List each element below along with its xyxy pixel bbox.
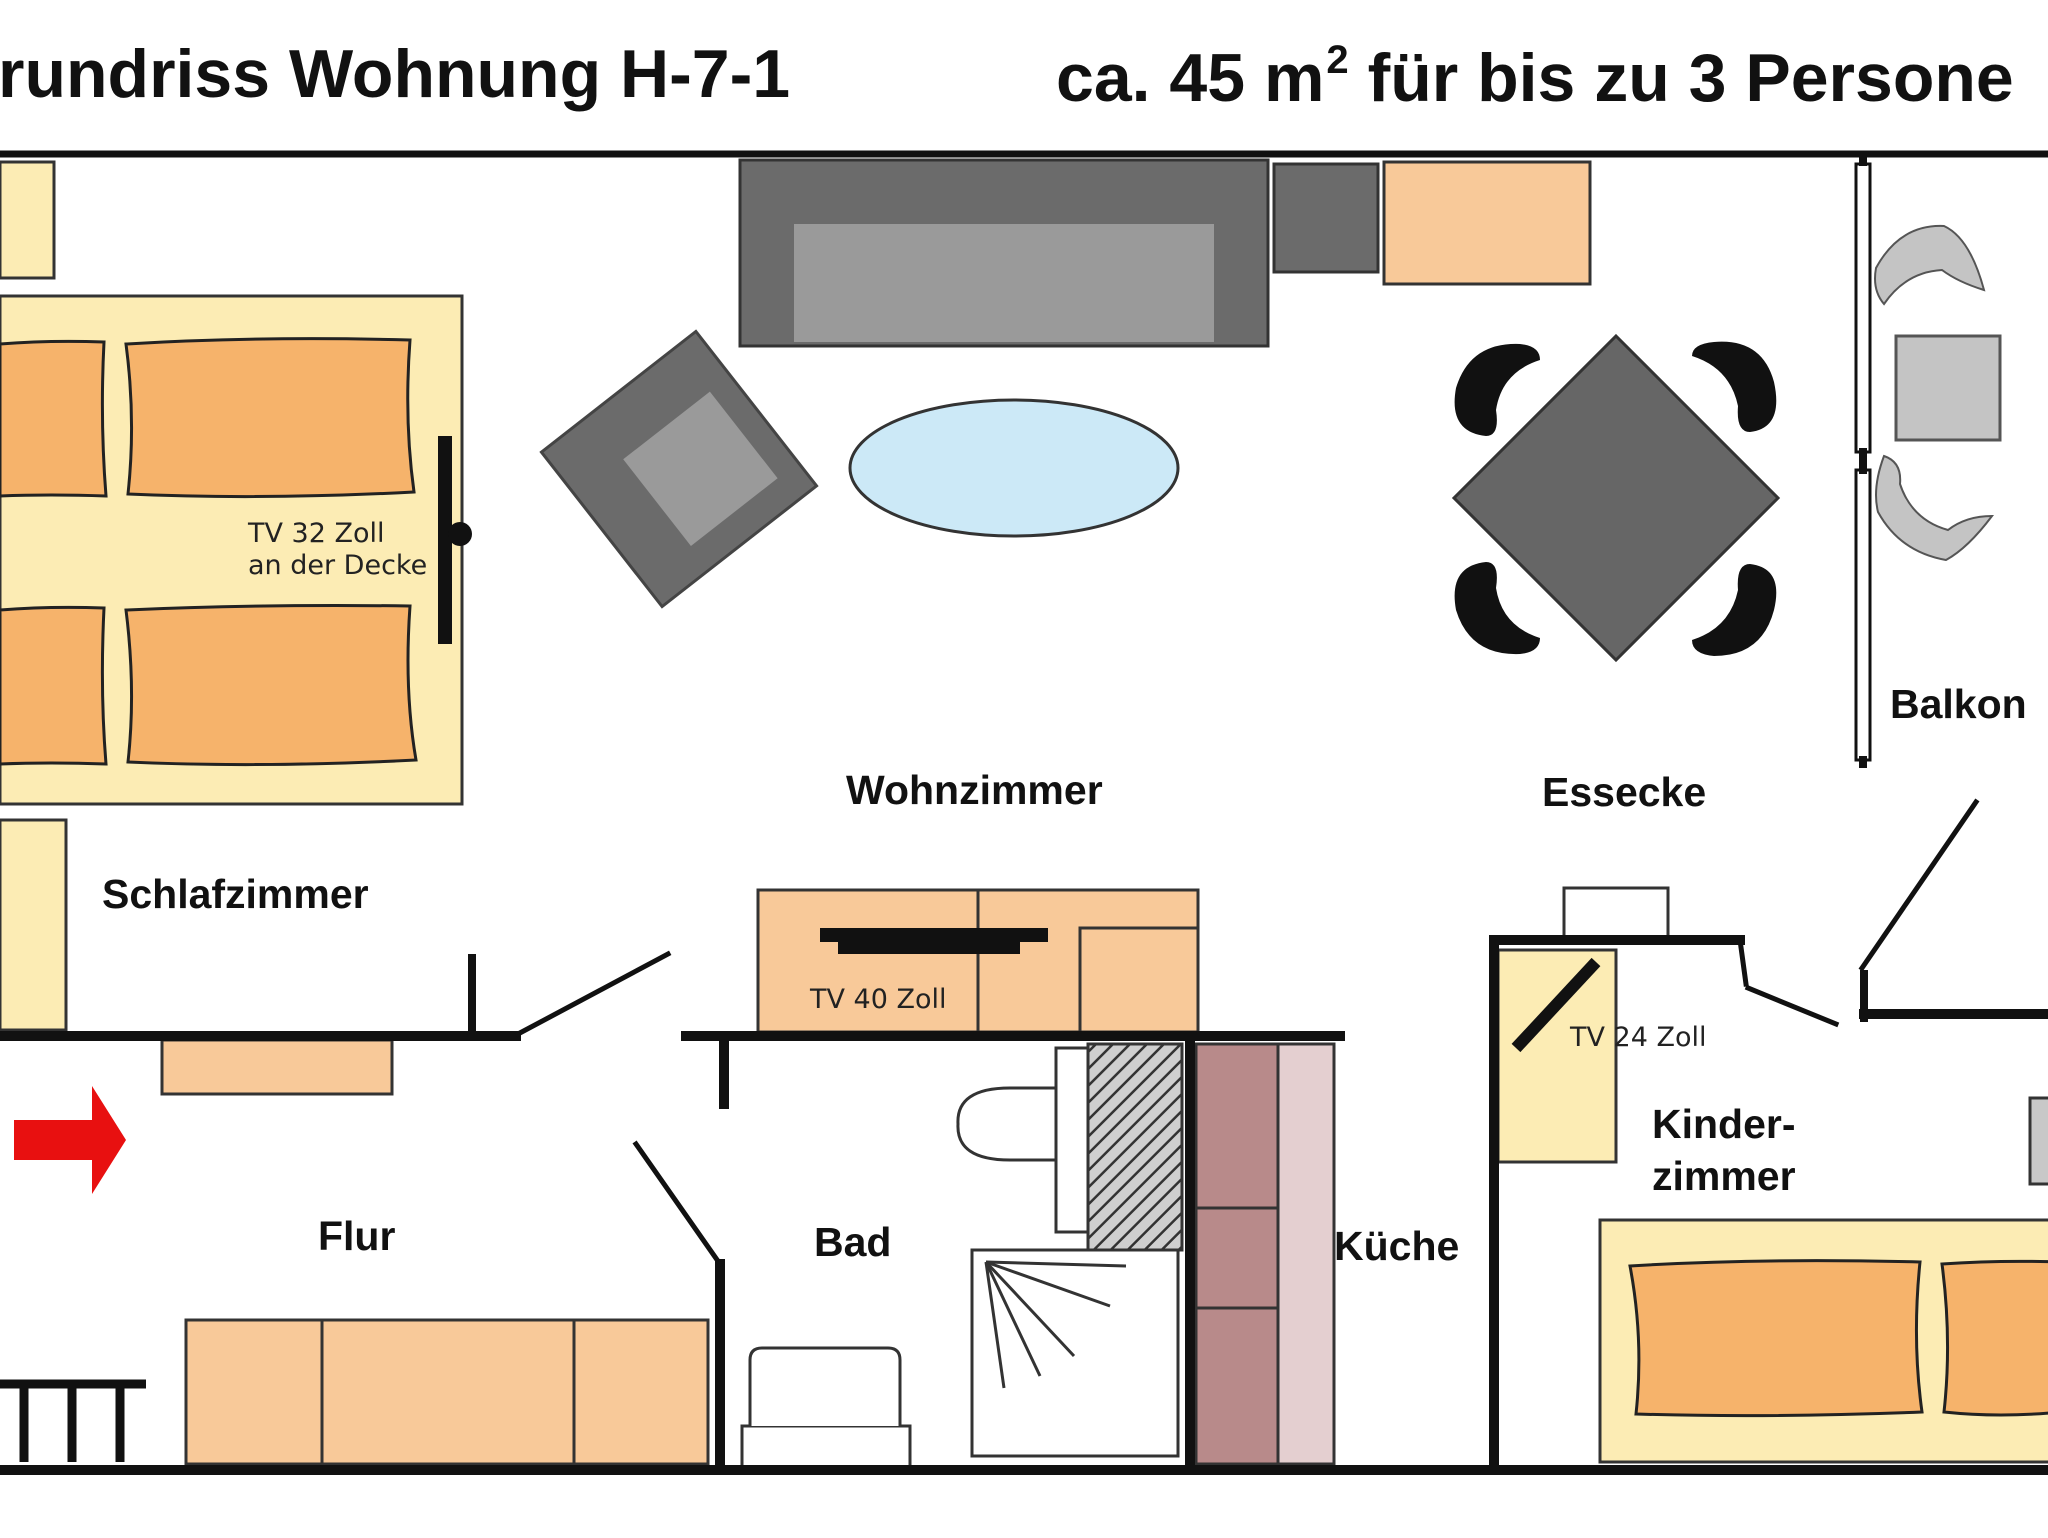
walls	[0, 150, 2048, 1475]
living-sofa-seat	[794, 224, 1214, 342]
tv-kids-label: TV 24 Zoll	[1569, 1022, 1707, 1053]
plan-title: rundriss Wohnung H-7-1	[0, 36, 791, 112]
balcony-table	[1894, 334, 2002, 442]
living-tv-stand	[838, 942, 1020, 954]
kids-bed-pillow	[1628, 1259, 1924, 1418]
tv-bedroom-line2: an der Decke	[248, 550, 427, 581]
room-label-essecke: Essecke	[1542, 769, 1706, 815]
balcony-window-frame	[1854, 162, 1872, 454]
bath-shower-rays	[984, 1260, 1127, 1389]
tv-bedroom-line1: TV 32 Zoll	[247, 518, 385, 549]
room-label-bad: Bad	[814, 1219, 891, 1265]
dining-chair	[1692, 564, 1777, 656]
room-label-kinderzimmer-2: zimmer	[1652, 1153, 1796, 1199]
balcony-window-frame	[1854, 468, 1872, 762]
area-exponent: 2	[1326, 38, 1349, 82]
room-label-flur: Flur	[318, 1213, 395, 1259]
hall-shelf	[160, 1038, 394, 1096]
area-suffix: für bis zu 3 Persone	[1348, 40, 2014, 116]
kids-window	[2028, 1096, 2048, 1186]
tv-cabinet-door	[1078, 926, 1200, 1034]
dining-chair	[1692, 341, 1777, 432]
bedroom-tv-mount-icon	[448, 522, 472, 546]
plan-area-info: ca. 45 m2 für bis zu 3 Persone	[1056, 40, 2014, 112]
bed-pillow	[0, 605, 108, 766]
bed-pillow	[124, 604, 418, 767]
room-label-kinderzimmer-1: Kinder-	[1652, 1101, 1796, 1147]
room-label-kueche: Küche	[1334, 1223, 1459, 1269]
area-prefix: ca. 45 m	[1056, 40, 1325, 116]
bath-toilet-tank	[1054, 1046, 1092, 1234]
installation-duct	[1086, 1042, 1184, 1252]
hall-coat-rack	[0, 1379, 146, 1462]
bath-washbasin	[740, 1424, 912, 1470]
bath-washbasin-bowl	[748, 1346, 902, 1426]
tv-living-label: TV 40 Zoll	[809, 984, 947, 1015]
balcony-chair	[1874, 224, 1986, 306]
kids-desk	[1496, 948, 1618, 1164]
kitchen-counter	[1194, 1206, 1280, 1310]
balcony-chair	[1875, 454, 1995, 562]
dining-chair	[1454, 562, 1540, 655]
bath-toilet	[956, 1086, 1058, 1162]
kids-bed-pillow	[1940, 1259, 2048, 1417]
living-shelf	[1382, 160, 1592, 286]
hall-wardrobe	[572, 1318, 710, 1466]
kitchen-window	[1562, 886, 1670, 940]
room-label-wohnzimmer: Wohnzimmer	[846, 767, 1103, 813]
living-side-table	[1272, 162, 1380, 274]
bedroom-tv	[438, 436, 452, 644]
dining-chair	[1454, 343, 1540, 436]
living-tv	[820, 928, 1048, 942]
living-armchair	[539, 329, 819, 609]
kitchen-cabinet	[1276, 1042, 1336, 1466]
room-label-balkon: Balkon	[1890, 681, 2027, 727]
entrance-arrow-icon	[14, 1086, 126, 1194]
kitchen-counter	[1194, 1306, 1280, 1466]
kids-tv	[1511, 957, 1601, 1053]
room-label-schlafzimmer: Schlafzimmer	[102, 871, 369, 917]
kitchen-counter	[1194, 1042, 1280, 1210]
hall-wardrobe	[320, 1318, 576, 1466]
dining-table	[1451, 333, 1781, 663]
living-rug	[848, 398, 1180, 538]
bedroom-shelf	[0, 160, 56, 280]
bed-pillow	[0, 339, 108, 498]
bedroom-wardrobe	[0, 818, 68, 1032]
hall-wardrobe	[184, 1318, 324, 1466]
tv-cabinet	[756, 888, 980, 1034]
bed-pillow	[124, 337, 416, 499]
